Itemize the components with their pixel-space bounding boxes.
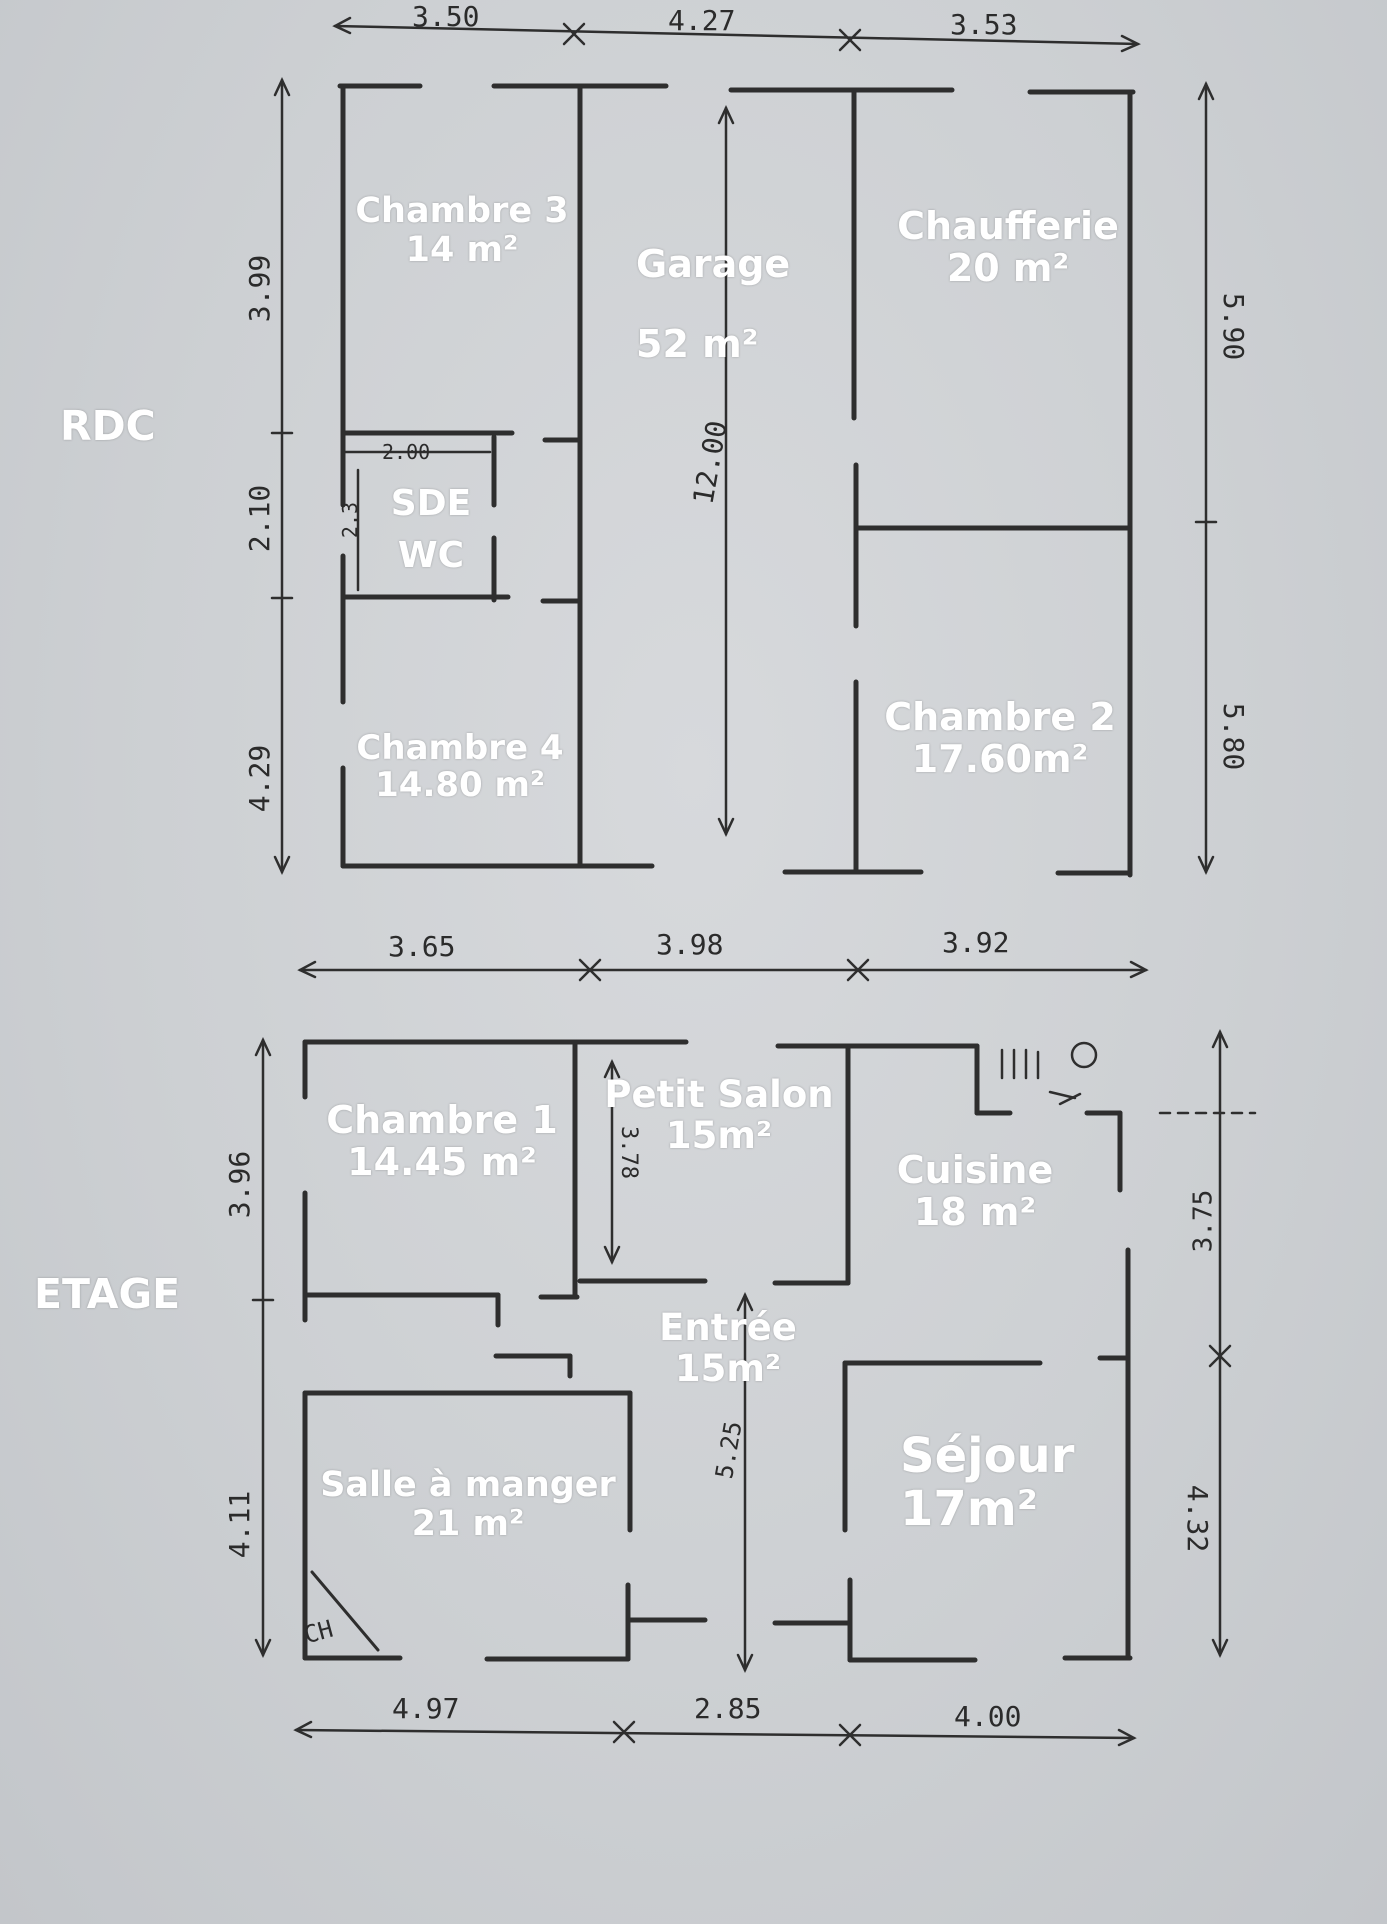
room-label-chambre-4: Chambre 4 14.80 m² bbox=[346, 728, 574, 806]
chimney-symbol bbox=[310, 1570, 380, 1652]
dim-etage-top-1: 3.65 bbox=[388, 930, 456, 963]
dim-rdc-left-1: 3.99 bbox=[243, 254, 277, 323]
room-area: 14.45 m² bbox=[347, 1139, 537, 1184]
dim-rdc-top-2: 4.27 bbox=[668, 4, 736, 37]
dim-etage-top-3: 3.92 bbox=[942, 926, 1010, 959]
dim-rdc-right-2: 5.80 bbox=[1217, 702, 1251, 771]
dim-etage-bottom-1: 4.97 bbox=[392, 1692, 460, 1725]
room-label-chaufferie: Chaufferie 20 m² bbox=[888, 204, 1128, 290]
room-label-entree: Entrée 15m² bbox=[628, 1306, 828, 1390]
dim-rdc-right-1: 5.90 bbox=[1217, 292, 1251, 361]
kitchen-hob-sketch bbox=[1000, 1041, 1098, 1106]
room-label-garage: Garage 52 m² bbox=[636, 242, 791, 366]
room-sub: WC bbox=[397, 535, 465, 577]
dim-etage-right-2: 4.32 bbox=[1181, 1484, 1215, 1553]
room-name: Garage bbox=[636, 242, 791, 286]
dim-etage-top-2: 3.98 bbox=[656, 928, 724, 961]
room-area: 17.60m² bbox=[911, 736, 1089, 781]
room-area: 17m² bbox=[900, 1480, 1038, 1537]
room-name: Chambre 2 bbox=[884, 695, 1116, 739]
dim-rdc-top-3: 3.53 bbox=[950, 8, 1018, 41]
room-area: 15m² bbox=[674, 1346, 782, 1390]
room-label-chambre-3: Chambre 3 14 m² bbox=[350, 192, 574, 269]
room-label-chambre-1: Chambre 1 14.45 m² bbox=[314, 1098, 570, 1184]
dim-etage-bottom-2: 2.85 bbox=[694, 1692, 762, 1725]
room-label-sde-wc: SDE WC bbox=[378, 478, 484, 582]
level-label-etage: ETAGE bbox=[34, 1270, 181, 1318]
dim-etage-right-1: 3.75 bbox=[1188, 1189, 1219, 1253]
dim-sde-height: 2.3 bbox=[338, 501, 363, 539]
room-label-chambre-2: Chambre 2 17.60m² bbox=[874, 695, 1126, 781]
room-area: 20 m² bbox=[946, 245, 1070, 290]
room-label-sejour: Séjour 17m² bbox=[900, 1430, 1074, 1536]
room-label-salle-a-manger: Salle à manger 21 m² bbox=[312, 1466, 624, 1543]
dimension-lines bbox=[251, 16, 1232, 1747]
room-name: Petit Salon bbox=[604, 1073, 834, 1116]
room-name: Chambre 4 bbox=[356, 728, 564, 768]
dim-etage-left-2: 4.11 bbox=[223, 1490, 257, 1559]
room-area: 18 m² bbox=[913, 1189, 1037, 1234]
dim-etage-left-1: 3.96 bbox=[223, 1150, 257, 1219]
room-name: Cuisine bbox=[896, 1148, 1054, 1192]
room-area: 14 m² bbox=[405, 229, 519, 270]
room-label-cuisine: Cuisine 18 m² bbox=[870, 1148, 1080, 1234]
dim-rdc-top-1: 3.50 bbox=[412, 0, 480, 33]
room-name: Salle à manger bbox=[320, 1465, 616, 1505]
level-label-rdc: RDC bbox=[60, 402, 156, 450]
dim-sde-width: 2.00 bbox=[382, 440, 431, 464]
room-label-petit-salon: Petit Salon 15m² bbox=[594, 1073, 844, 1157]
room-name: SDE bbox=[390, 483, 472, 524]
etage-walls bbox=[302, 1039, 1133, 1663]
dim-rdc-left-2: 2.10 bbox=[243, 484, 277, 553]
room-area: 15m² bbox=[665, 1113, 773, 1157]
room-name: Chaufferie bbox=[897, 204, 1119, 248]
rdc-walls bbox=[337, 83, 1136, 878]
room-area: 14.80 m² bbox=[375, 765, 545, 806]
room-area: 52 m² bbox=[636, 321, 759, 366]
dim-etage-bottom-3: 4.00 bbox=[954, 1700, 1022, 1733]
room-name: Séjour bbox=[900, 1428, 1075, 1484]
dim-rdc-left-3: 4.29 bbox=[243, 744, 277, 813]
dim-petit-salon-height: 3.78 bbox=[615, 1126, 641, 1179]
room-area: 21 m² bbox=[411, 1503, 525, 1544]
room-name: Chambre 3 bbox=[355, 191, 569, 231]
room-name: Entrée bbox=[659, 1306, 797, 1349]
room-name: Chambre 1 bbox=[326, 1098, 558, 1142]
